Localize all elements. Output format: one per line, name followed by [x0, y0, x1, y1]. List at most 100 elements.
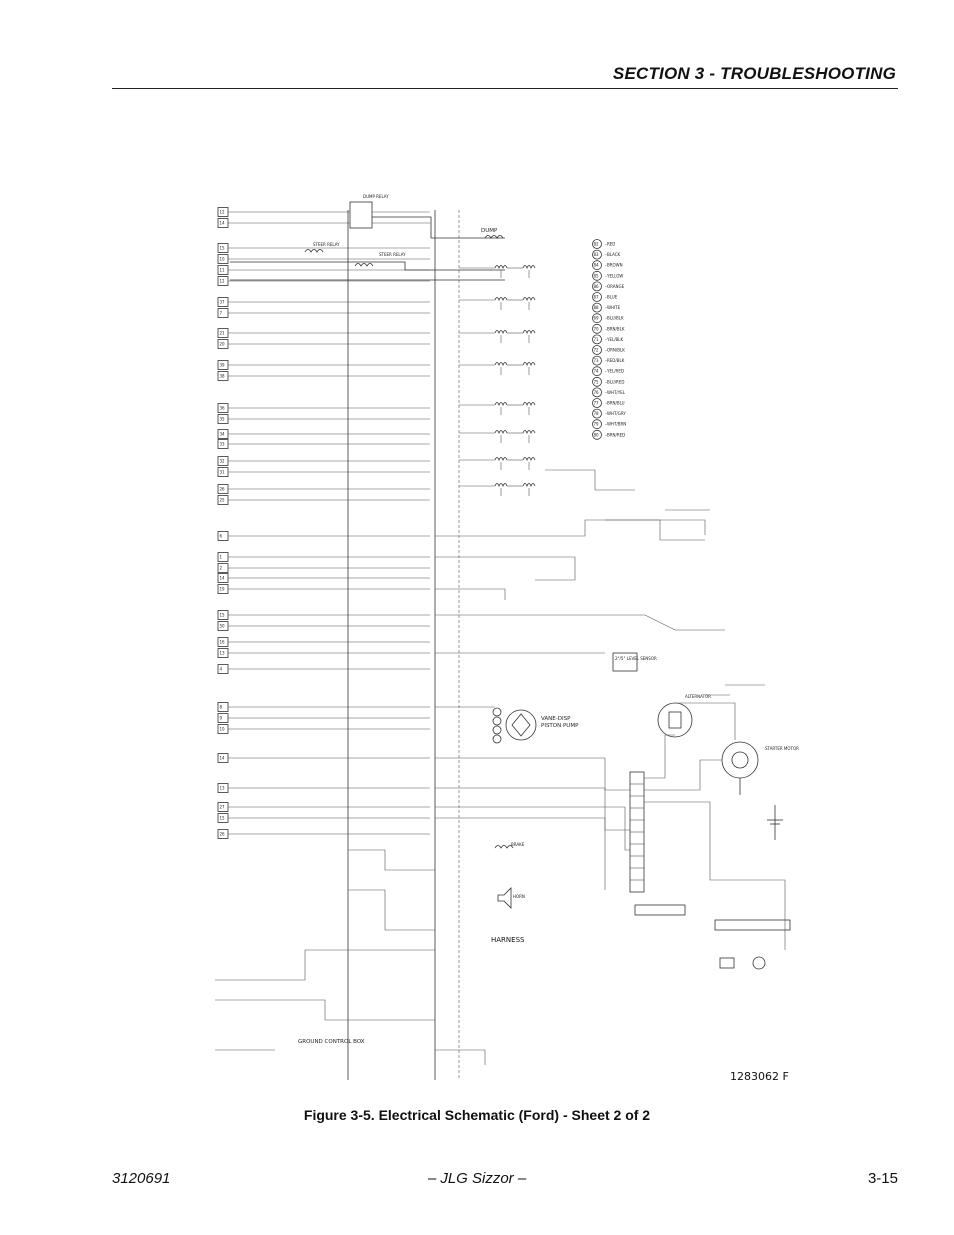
wire-run — [435, 817, 606, 890]
svg-text:–YELLOW: –YELLOW — [605, 273, 623, 278]
svg-text:–WHITE: –WHITE — [605, 305, 621, 310]
wire-run — [215, 949, 435, 981]
svg-text:ALTERNATOR: ALTERNATOR — [685, 694, 711, 699]
legend-entry: 83–BLACK — [592, 249, 621, 260]
legend-entry: 79–WHT/BRN — [592, 419, 626, 430]
drawing-number: 1283062 F — [730, 1070, 789, 1083]
legend-entry: 88–WHITE — [592, 302, 621, 313]
svg-text:–BLU/RED: –BLU/RED — [605, 379, 624, 384]
terminal-20: 20 — [217, 339, 430, 349]
legend-entry: 80–BRN/RED — [592, 429, 625, 440]
wire-run — [435, 588, 506, 600]
terminal-26: 26 — [217, 484, 430, 494]
svg-text:31: 31 — [220, 470, 226, 475]
steer-relay: STEER RELAY STEER RELAY — [230, 242, 505, 281]
legend-entry: 69 –BLU/BLK — [592, 313, 624, 324]
terminal-10: 10 — [217, 254, 430, 264]
svg-text:77: 77 — [594, 401, 600, 406]
svg-text:VANE-DISP: VANE-DISP — [541, 716, 571, 722]
svg-text:85: 85 — [594, 273, 600, 278]
svg-text:84: 84 — [594, 263, 600, 268]
terminal-12: 12 — [217, 276, 430, 286]
figure-caption: Figure 3-5. Electrical Schematic (Ford) … — [303, 1107, 651, 1123]
terminal-14: 14 — [217, 218, 430, 228]
svg-text:9: 9 — [220, 716, 223, 721]
svg-text:15: 15 — [220, 816, 226, 821]
wire-run — [605, 519, 706, 535]
brake-coil: BRAKE — [494, 842, 525, 849]
svg-text:25: 25 — [220, 498, 226, 503]
terminal-15: 15 — [217, 610, 430, 620]
svg-text:15: 15 — [220, 246, 226, 251]
coil-pair — [459, 483, 536, 496]
svg-text:39: 39 — [220, 363, 226, 368]
legend-entry: 74 –YEL/RED — [592, 366, 624, 377]
svg-text:37: 37 — [220, 300, 226, 305]
legend-entry: 70–BRN/BLK — [592, 323, 625, 334]
svg-text:11: 11 — [220, 268, 226, 273]
legend-entry: 86–ORANGE — [592, 281, 625, 292]
terminal-25: 25 — [217, 495, 430, 505]
svg-text:20: 20 — [220, 342, 226, 347]
svg-text:21: 21 — [220, 331, 226, 336]
section-title: SECTION 3 - TROUBLESHOOTING — [612, 64, 896, 83]
svg-text:75: 75 — [594, 379, 600, 384]
svg-text:72: 72 — [594, 348, 600, 353]
svg-text:–BLU/BLK: –BLU/BLK — [605, 316, 624, 321]
svg-text:–ORN/BLK: –ORN/BLK — [605, 348, 625, 353]
svg-text:26: 26 — [220, 832, 226, 837]
svg-text:–BLUE: –BLUE — [605, 295, 618, 300]
terminal-8: 8 — [217, 702, 430, 712]
svg-text:74: 74 — [594, 369, 600, 374]
svg-text:4: 4 — [220, 667, 223, 672]
svg-text:1: 1 — [220, 555, 223, 560]
terminal-6: 6 — [217, 531, 430, 541]
coil-pair — [459, 330, 536, 343]
svg-text:50: 50 — [220, 624, 226, 629]
publisher-name: – JLG Sizzor – — [427, 1170, 527, 1187]
terminal-16: 16 — [217, 637, 430, 647]
wire-run — [435, 556, 576, 581]
harness-label: HARNESS — [491, 936, 525, 944]
svg-text:–WHT/GRY: –WHT/GRY — [605, 411, 626, 416]
document-number: 3120691 — [112, 1170, 171, 1187]
svg-text:79: 79 — [594, 422, 600, 427]
svg-text:78: 78 — [594, 411, 600, 416]
svg-text:14: 14 — [220, 221, 226, 226]
legend-entry: 82–RED — [592, 239, 615, 249]
wire-run — [644, 801, 786, 950]
left-terminal-strip: 1214151011123772120393836353433323126256… — [217, 207, 430, 839]
terminal-7: 7 — [217, 308, 430, 318]
terminal-33: 33 — [217, 439, 430, 449]
svg-text:PISTON PUMP: PISTON PUMP — [541, 723, 579, 729]
terminal-11: 11 — [217, 265, 430, 275]
harness-wires — [215, 469, 786, 1065]
svg-text:16: 16 — [220, 640, 226, 645]
wire-run — [348, 889, 435, 931]
wire-run — [644, 759, 722, 791]
wire-run — [435, 519, 705, 541]
svg-text:69: 69 — [594, 316, 600, 321]
svg-text:15: 15 — [220, 613, 226, 618]
terminal-34: 34 — [217, 429, 430, 439]
svg-text:10: 10 — [220, 727, 226, 732]
legend-entry: 75 –BLU/RED — [592, 376, 624, 387]
svg-text:–BRN/RED: –BRN/RED — [605, 432, 625, 437]
svg-text:–BRN/BLK: –BRN/BLK — [605, 326, 625, 331]
svg-text:12: 12 — [220, 279, 226, 284]
svg-text:DUMP: DUMP — [481, 228, 498, 234]
svg-text:86: 86 — [594, 284, 600, 289]
svg-text:36: 36 — [220, 406, 226, 411]
svg-text:2: 2 — [220, 566, 223, 571]
svg-text:12: 12 — [220, 210, 226, 215]
svg-text:27: 27 — [220, 805, 226, 810]
terminal-13: 13 — [217, 648, 430, 658]
terminal-32: 32 — [217, 456, 430, 466]
svg-text:8: 8 — [220, 705, 223, 710]
svg-text:–YEL/RED: –YEL/RED — [605, 369, 624, 374]
svg-text:38: 38 — [220, 374, 226, 379]
svg-text:14: 14 — [220, 756, 226, 761]
svg-text:STARTER MOTOR: STARTER MOTOR — [765, 746, 799, 751]
svg-text:BRAKE: BRAKE — [511, 842, 525, 847]
svg-text:87: 87 — [594, 295, 600, 300]
